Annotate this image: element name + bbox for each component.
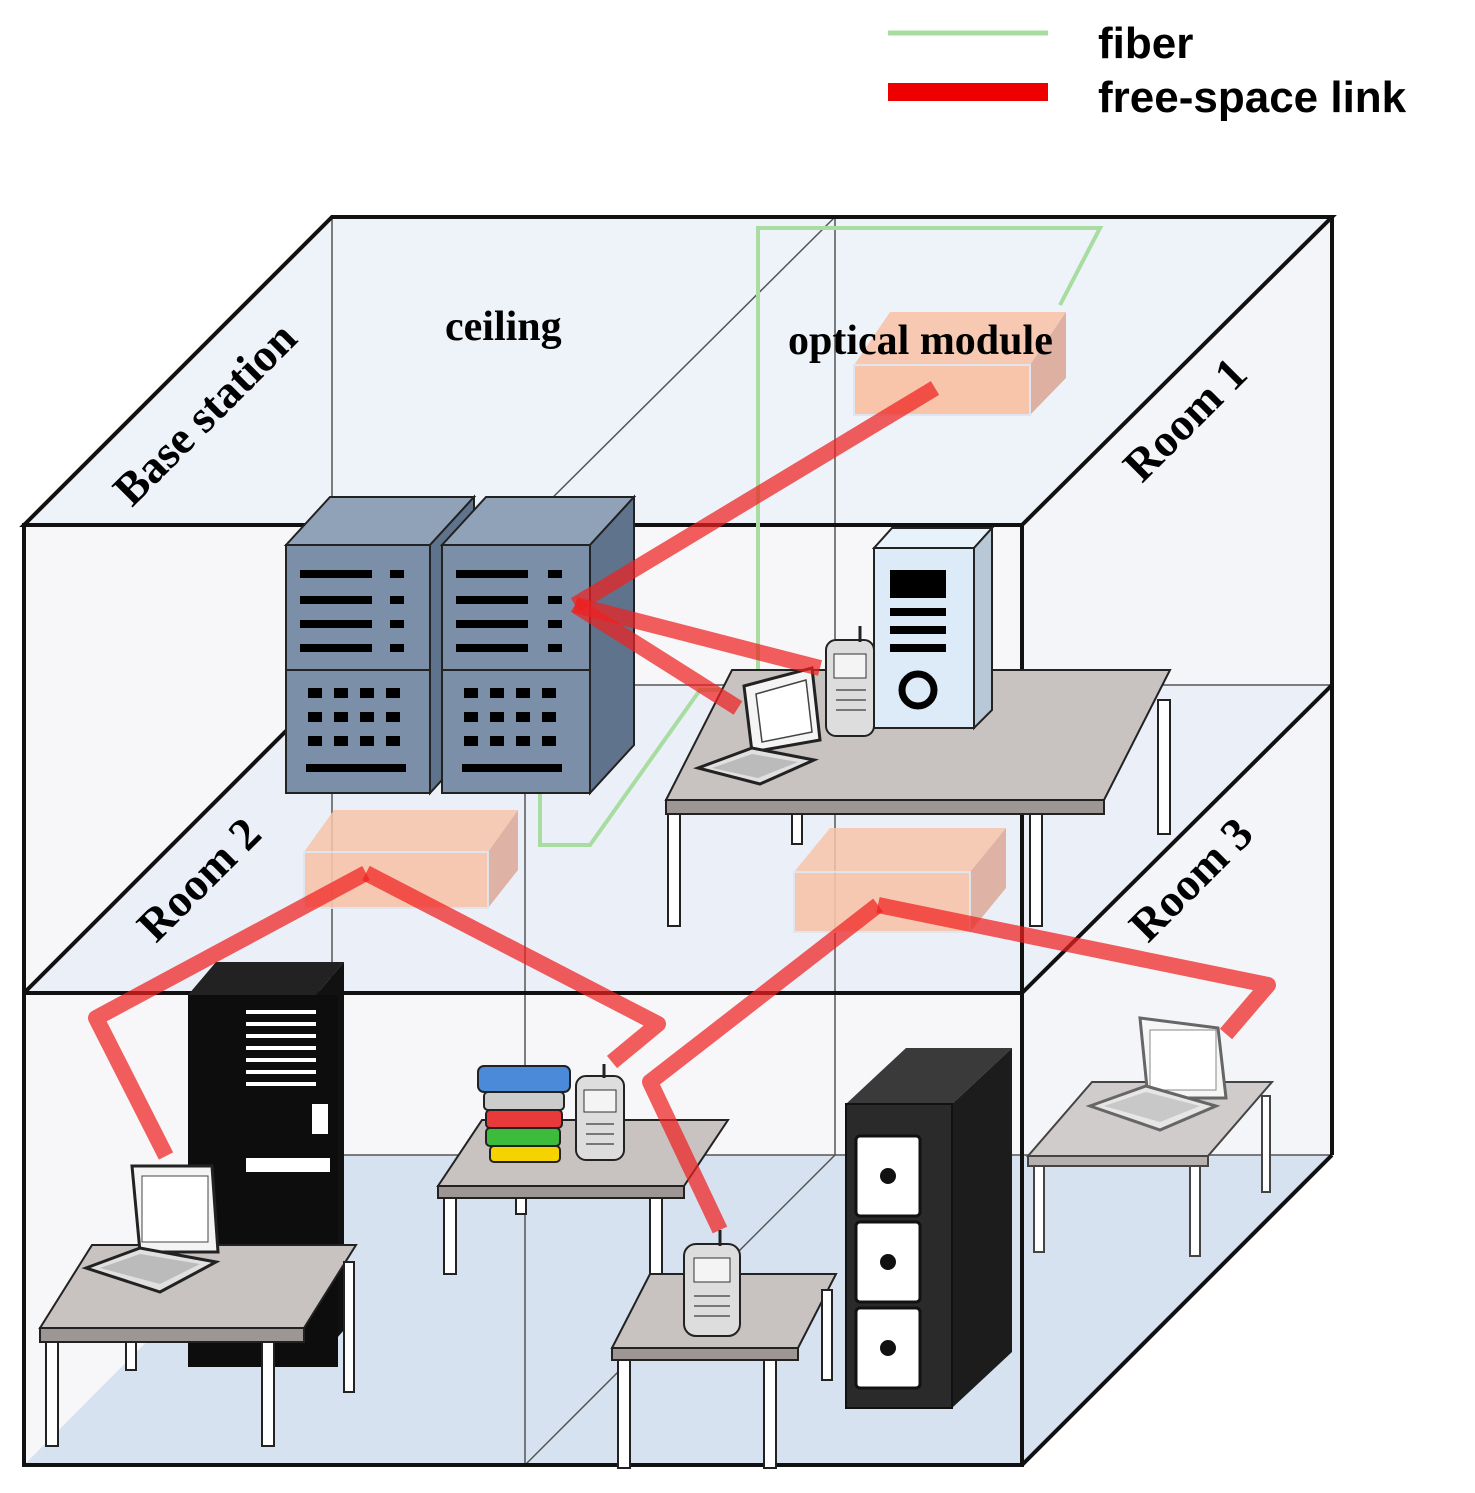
laptop-room1 — [692, 666, 822, 786]
phone-middle-table — [575, 1064, 625, 1161]
optical-module-label: optical module — [788, 318, 1053, 364]
optical-module-ceiling — [853, 312, 1066, 416]
link-room2-laptop — [88, 865, 370, 1160]
fiber-legend-label: fiber — [1098, 19, 1193, 68]
link-rack-to-laptop — [570, 598, 743, 715]
pc-tower — [871, 525, 995, 731]
ceiling-face — [24, 217, 1332, 525]
link-room2-phone — [362, 865, 666, 1069]
link-module-to-rack — [570, 381, 940, 612]
optical-module-room3 — [793, 828, 1006, 933]
link-rack-to-phone — [573, 597, 822, 676]
link-room3-phone — [642, 898, 883, 1234]
filing-cabinet — [845, 1048, 1012, 1409]
free-space-links — [88, 381, 1276, 1234]
server-rack-right — [439, 494, 637, 796]
free-space-link-legend-label: free-space link — [1098, 73, 1407, 122]
phone-front-table — [683, 1230, 741, 1337]
laptop-room3 — [1085, 1016, 1228, 1132]
link-room3-laptop — [876, 897, 1276, 1040]
books-stack — [477, 1065, 571, 1163]
optical-module-room2 — [303, 810, 518, 909]
ceiling-label: ceiling — [445, 304, 562, 350]
legend: fiber free-space link — [888, 19, 1407, 122]
phone-room1 — [825, 626, 875, 737]
laptop-room2 — [81, 1164, 221, 1294]
